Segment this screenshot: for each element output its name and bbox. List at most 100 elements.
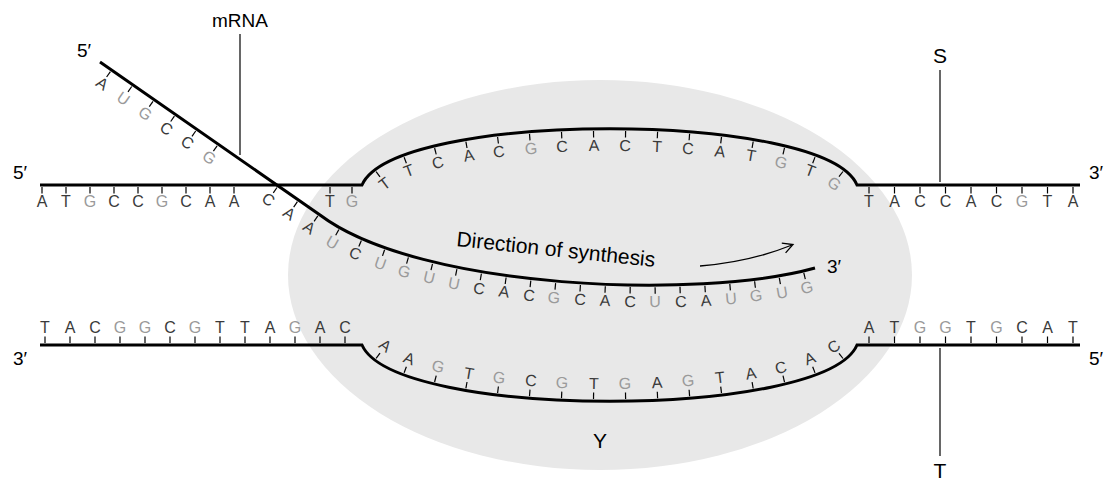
base-tick: [1047, 337, 1048, 344]
base-tick: [970, 337, 971, 344]
base-tick: [185, 187, 186, 194]
base-tick: [688, 390, 690, 397]
base-tick: [1021, 187, 1022, 194]
base-letter: C: [156, 119, 175, 139]
base-letter: C: [682, 140, 695, 157]
base-tick: [94, 337, 95, 344]
rna-polymerase: [288, 80, 912, 470]
base-tick: [729, 284, 731, 291]
base-tick: [149, 101, 153, 106]
base-letter: G: [547, 289, 561, 306]
base-tick: [244, 337, 245, 344]
base-tick: [529, 281, 531, 288]
base-tick: [213, 146, 217, 151]
base-tick: [435, 376, 437, 382]
base-letter: T: [462, 365, 474, 382]
base-tick: [89, 187, 90, 194]
base-letter: C: [991, 194, 1003, 210]
end-label: 3′: [827, 257, 841, 276]
base-letter: A: [588, 138, 599, 154]
base-tick: [752, 382, 753, 388]
base-letter: T: [714, 370, 726, 387]
template-strand: [40, 345, 1080, 401]
strand-name: mRNA: [212, 11, 268, 30]
base-tick: [839, 172, 843, 177]
base-tick: [996, 187, 997, 194]
base-tick: [625, 393, 626, 400]
base-tick: [344, 337, 345, 344]
base-letter: T: [652, 139, 662, 155]
base-tick: [629, 287, 630, 294]
base-tick: [44, 337, 45, 344]
base-tick: [945, 187, 946, 194]
base-letter: A: [1042, 320, 1053, 336]
base-tick: [783, 376, 785, 382]
arrow-head: [782, 243, 793, 253]
base-letter: C: [619, 138, 631, 154]
base-letter: C: [1016, 320, 1028, 336]
base-tick: [351, 187, 352, 194]
base-letter: A: [205, 194, 216, 210]
base-tick: [654, 287, 655, 294]
base-ticks: [42, 72, 1073, 400]
base-letter: A: [280, 204, 298, 223]
base-tick: [894, 187, 895, 194]
mrna-strand: [100, 62, 815, 285]
base-letter: A: [599, 293, 610, 309]
base-tick: [754, 281, 756, 288]
end-label: 5′: [1089, 349, 1103, 368]
base-tick: [480, 274, 481, 281]
base-letter: C: [522, 287, 535, 304]
base-letter: T: [240, 320, 250, 336]
base-letter: C: [164, 320, 176, 336]
base-letter: G: [346, 194, 358, 210]
base-letter: C: [132, 194, 144, 210]
base-letter: A: [1068, 194, 1079, 210]
base-letter: C: [556, 139, 568, 156]
base-tick: [945, 337, 946, 344]
base-letter: A: [37, 194, 48, 210]
base-tick: [970, 187, 971, 194]
base-letter: T: [890, 320, 900, 336]
base-letter: A: [651, 375, 662, 391]
base-tick: [113, 187, 114, 194]
base-tick: [219, 337, 220, 344]
base-tick: [868, 187, 869, 194]
base-letter: U: [725, 290, 738, 307]
base-letter: C: [259, 190, 278, 210]
base-tick: [720, 137, 722, 143]
base-letter: T: [61, 194, 71, 210]
base-tick: [783, 148, 785, 154]
base-tick: [579, 285, 581, 292]
base-letter: C: [89, 320, 101, 336]
base-letter: G: [524, 140, 538, 157]
base-tick: [554, 283, 556, 290]
base-letter: C: [914, 194, 926, 210]
base-tick: [688, 134, 690, 141]
base-tick: [497, 137, 499, 144]
coding-strand: [40, 129, 1080, 185]
base-tick: [171, 116, 175, 121]
base-tick: [329, 187, 330, 194]
base-letter: G: [199, 148, 218, 168]
base-tick: [376, 353, 380, 358]
base-tick: [407, 257, 409, 263]
base-letter: U: [114, 89, 133, 109]
base-tick: [294, 202, 298, 207]
base-letter: G: [939, 320, 951, 336]
leader-line: [939, 70, 940, 182]
base-tick: [383, 250, 385, 256]
base-tick: [1047, 187, 1048, 194]
base-letter: T: [215, 320, 225, 336]
base-letter: C: [940, 194, 952, 210]
base-tick: [41, 187, 42, 194]
base-letter: G: [749, 287, 763, 304]
base-tick: [625, 131, 626, 138]
leader-line: [239, 34, 240, 155]
base-tick: [194, 337, 195, 344]
part-letter: S: [933, 45, 947, 66]
direction-arrow: [700, 245, 792, 266]
base-letter: A: [462, 148, 475, 166]
base-letter: A: [93, 74, 111, 93]
base-letter: T: [745, 148, 757, 165]
